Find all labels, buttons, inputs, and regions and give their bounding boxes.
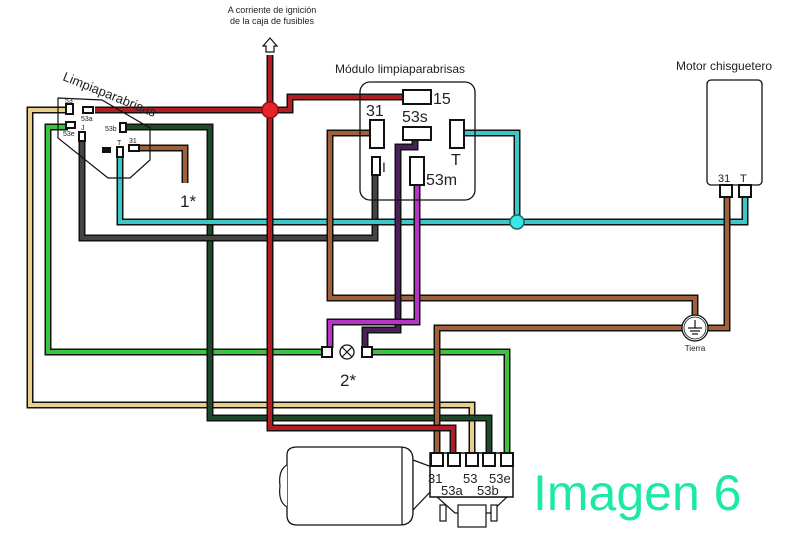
pin-label: 31 (366, 103, 384, 120)
washer-motor-title: Motor chisguetero (676, 59, 772, 73)
cyan-junction (509, 214, 525, 230)
ref-1: 1* (180, 192, 196, 211)
pin-label: J (81, 125, 85, 132)
pin-label: T (117, 140, 122, 147)
wire-tan (26, 106, 476, 455)
lamp-icon (321, 344, 373, 360)
pin-label: 53a (441, 483, 463, 498)
pin-label: 31 (718, 173, 730, 185)
wiper-module: Módulo limpiaparabrisas 15 53s 31 T I 53… (335, 62, 476, 201)
pin-label: I (382, 159, 386, 175)
red-junction (261, 101, 279, 119)
caption: Imagen 6 (533, 465, 741, 521)
ignition-note-line1: A corriente de ignición (228, 5, 317, 15)
wiper-motor: 31 53 53e 53a 53b (279, 446, 514, 528)
washer-motor: Motor chisguetero 31 T (676, 59, 772, 198)
wire-dark-green (125, 123, 493, 455)
pin-label: 53b (477, 483, 499, 498)
wire-cyan (116, 129, 749, 226)
wire-purple (361, 140, 419, 348)
pin-label: 53e (63, 131, 75, 138)
pin-label: 31 (428, 471, 442, 486)
pin-label: 53 (463, 471, 477, 486)
pin-label: 53s (402, 109, 428, 126)
switch-symbol-icon (102, 147, 111, 153)
ground-label: Tierra (685, 344, 706, 353)
wire-black (78, 142, 379, 242)
pin-label: T (451, 152, 461, 169)
wire-brown (135, 129, 731, 455)
pin-label: 53 (65, 98, 73, 105)
ignition-note-line2: de la caja de fusibles (230, 16, 315, 26)
pin-label: 15 (433, 91, 451, 108)
pin-label: 31 (129, 138, 137, 145)
ground-icon (681, 314, 709, 342)
module-title: Módulo limpiaparabrisas (335, 62, 465, 76)
wire-magenta (326, 185, 421, 348)
pin-label: T (740, 173, 747, 185)
pin-label: 53b (105, 126, 117, 133)
ref-2: 2* (340, 371, 356, 390)
wire-red (95, 55, 457, 455)
up-arrow-icon (261, 37, 279, 53)
pin-label: 53a (81, 116, 93, 123)
pin-label: 53e (489, 471, 511, 486)
pin-label: 53m (426, 172, 457, 189)
